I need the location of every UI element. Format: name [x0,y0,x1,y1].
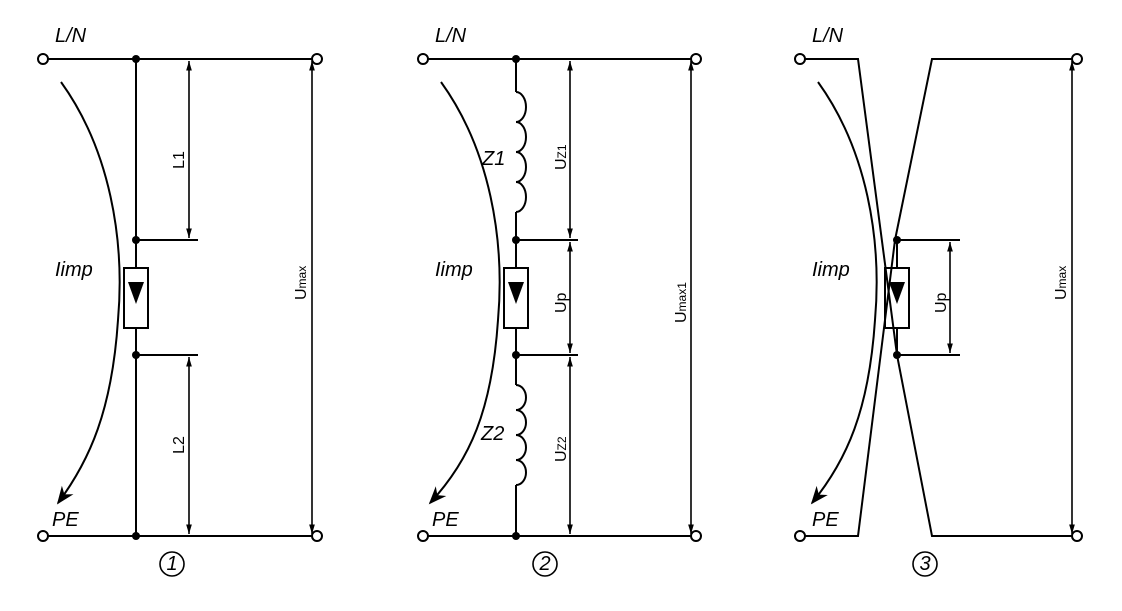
spd-arrow-icon [889,282,905,304]
terminal-ln-right [311,53,323,65]
line-conductor-right [894,58,1072,241]
inductor-z2 [515,384,527,486]
umax-label: Umax [293,266,310,300]
diagram-2: L/N PE Z1 Z2 UZ1 Up UZ2 Umax1 Iimp 2 [417,25,702,577]
line-label: L/N [55,25,87,47]
terminal-ln-right [690,53,702,65]
pe-conductor-left [805,239,896,537]
current-path-arrow [428,81,501,505]
diagram-number-badge [159,551,185,577]
pe-label: PE [812,509,839,531]
terminal-pe-right [311,530,323,542]
pe-label: PE [432,509,459,531]
current-label: Iimp [55,259,93,281]
z1-label: Z1 [481,148,505,170]
spd-box [884,267,910,329]
terminal-pe-right [1071,530,1083,542]
svg-text:2: 2 [538,553,550,575]
current-path-arrow [56,81,121,505]
diagram-number-badge [912,551,938,577]
terminal-ln-left [794,53,806,65]
diagram-3: L/N PE Up Umax Iimp 3 [794,25,1083,577]
current-path-arrow [810,81,878,505]
z2-label: Z2 [480,423,504,445]
terminal-pe-left [37,530,49,542]
terminal-ln-right [1071,53,1083,65]
line-label: L/N [435,25,467,47]
terminal-pe-left [794,530,806,542]
line-label: L/N [812,25,844,47]
spd-arrow-icon [128,282,144,304]
current-label: Iimp [435,259,473,281]
pe-label: PE [52,509,79,531]
diagram-1: L/N PE L1 L2 Umax Iimp 1 [37,25,323,577]
umax-label: Umax [1053,266,1070,300]
terminal-pe-left [417,530,429,542]
spd-box [123,267,149,329]
up-label: Up [553,292,570,313]
uz2-label: UZ2 [553,436,570,462]
svg-text:1: 1 [166,553,177,575]
inductor-z1 [515,91,527,213]
umax1-label: Umax1 [673,282,690,323]
terminal-pe-right [690,530,702,542]
uz1-label: UZ1 [553,144,570,170]
svg-text:3: 3 [919,553,930,575]
up-label: Up [933,292,950,313]
terminal-ln-left [417,53,429,65]
spd-arrow-icon [508,282,524,304]
dim-label-l1: L1 [171,151,188,169]
line-conductor-left [805,58,898,356]
spd-box [503,267,529,329]
dim-label-l2: L2 [171,436,188,454]
pe-conductor-right [896,354,1072,537]
current-label: Iimp [812,259,850,281]
diagram-number-badge [532,551,558,577]
terminal-ln-left [37,53,49,65]
